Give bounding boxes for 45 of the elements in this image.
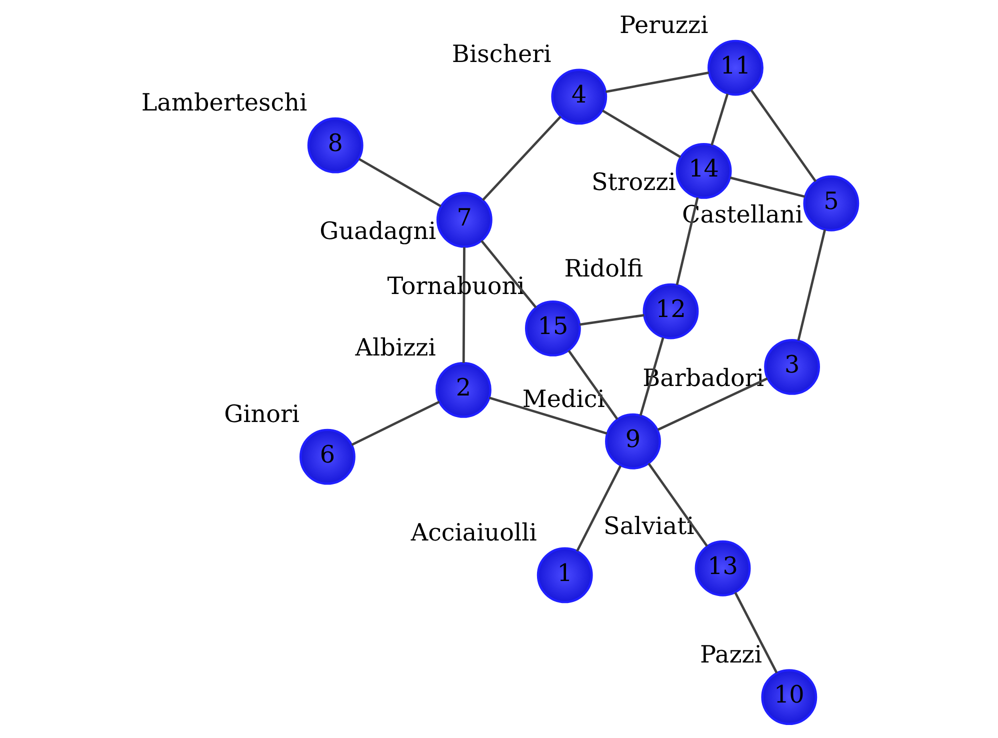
- node-circle: 10: [761, 669, 818, 726]
- connector: [676, 197, 699, 286]
- node-circle: 8: [307, 117, 364, 174]
- node-label: Strozzi: [591, 168, 676, 196]
- connector: [730, 176, 806, 198]
- node-circle: 7: [436, 192, 492, 248]
- node-label: Salviati: [604, 512, 694, 540]
- connector: [605, 72, 710, 93]
- connector: [710, 93, 729, 146]
- connector: [602, 110, 682, 158]
- node-circle: 9: [605, 413, 661, 470]
- connector: [358, 158, 442, 208]
- connector: [797, 229, 826, 341]
- connector: [351, 400, 440, 446]
- connector: [657, 377, 768, 431]
- node-circle: 4: [551, 68, 608, 125]
- node-label: Guadagni: [320, 216, 436, 245]
- connector: [462, 247, 466, 363]
- node-label: Albizzi: [355, 333, 436, 362]
- node-label: Ridolfi: [564, 254, 644, 283]
- node-circle: 6: [300, 428, 356, 485]
- connector: [750, 89, 817, 182]
- node-label: Ginori: [224, 400, 300, 428]
- connector: [488, 396, 608, 435]
- node-circle: 3: [764, 338, 820, 395]
- connector: [580, 314, 644, 326]
- node-label: Acciaiuolli: [410, 518, 537, 547]
- node-label: Peruzzi: [620, 11, 708, 40]
- node-circle: 2: [436, 362, 492, 418]
- node-circle: 14: [676, 143, 732, 199]
- node-circle: 11: [708, 40, 764, 96]
- node-circle: 1: [536, 547, 593, 604]
- node-circle: 12: [642, 283, 699, 340]
- connector: [576, 465, 622, 552]
- connector: [482, 116, 562, 201]
- connector: [648, 462, 708, 547]
- node-circle: 15: [525, 300, 581, 356]
- connector: [568, 350, 618, 420]
- node-label: Lamberteschi: [141, 88, 308, 117]
- node-label: Medici: [522, 384, 605, 413]
- node-circle: 5: [803, 175, 860, 232]
- node-label: Pazzi: [700, 640, 762, 668]
- node-circle: 13: [694, 540, 751, 596]
- node-label: Bischeri: [452, 40, 552, 68]
- connector: [734, 592, 778, 674]
